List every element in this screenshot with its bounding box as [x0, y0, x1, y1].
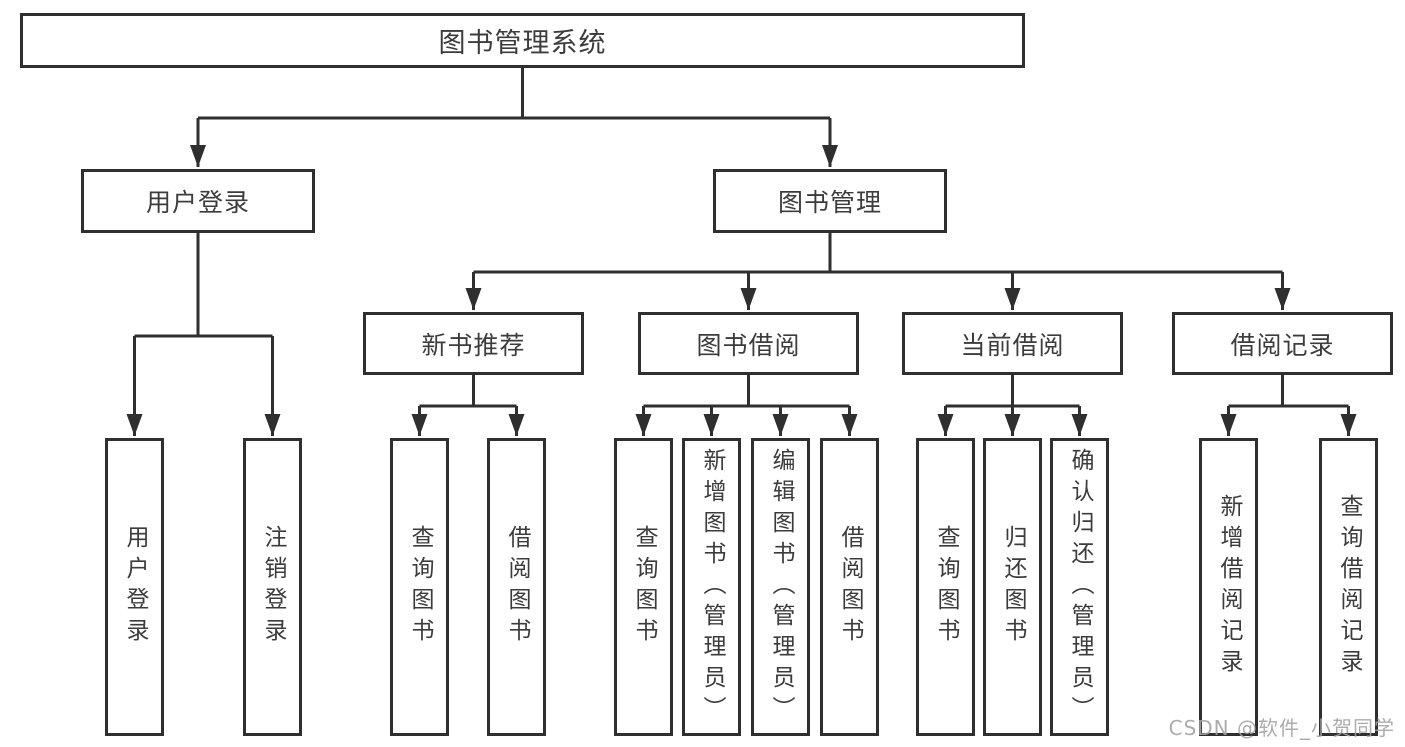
leaf-query-book: 查询图书: [614, 438, 673, 736]
node-label: 查询图书: [631, 525, 657, 649]
node-label: 图书管理: [777, 188, 882, 217]
node-label: 新书推荐: [421, 330, 526, 360]
node-library-system: 图书管理系统: [20, 13, 1025, 68]
node-borrow-records: 借阅记录: [1172, 312, 1393, 375]
leaf-borrow-book: 借阅图书: [487, 438, 546, 736]
node-user-login: 用户登录: [81, 169, 315, 233]
node-label: 归还图书: [1000, 525, 1026, 649]
node-label: 新增借阅记录: [1216, 494, 1242, 680]
csdn-watermark: CSDN @软件_小贺同学: [1168, 716, 1395, 740]
leaf-add-borrow-record: 新增借阅记录: [1199, 438, 1258, 736]
node-book-management: 图书管理: [713, 169, 947, 233]
node-label: 查询图书: [407, 525, 433, 649]
node-label: 当前借阅: [960, 330, 1065, 360]
node-current-borrow: 当前借阅: [902, 312, 1123, 375]
leaf-query-borrow-record: 查询借阅记录: [1319, 438, 1378, 736]
node-label: 借阅记录: [1230, 330, 1335, 360]
leaf-add-book-admin: 新增图书（管理员）: [682, 438, 741, 736]
leaf-borrow-book: 借阅图书: [820, 438, 879, 736]
node-label: 查询图书: [933, 525, 959, 649]
leaf-edit-book-admin: 编辑图书（管理员）: [751, 438, 810, 736]
node-label: 图书管理系统: [438, 28, 607, 59]
node-label: 查询借阅记录: [1336, 494, 1362, 680]
leaf-user-login: 用户登录: [105, 438, 164, 736]
node-label: 借阅图书: [504, 525, 530, 649]
leaf-query-book: 查询图书: [390, 438, 449, 736]
leaf-confirm-return-admin: 确认归还（管理员）: [1050, 438, 1109, 736]
node-label: 用户登录: [122, 525, 148, 649]
leaf-return-book: 归还图书: [983, 438, 1042, 736]
node-label: 新增图书（管理员）: [699, 447, 725, 727]
node-label: 图书借阅: [696, 330, 801, 360]
node-label: 注销登录: [260, 525, 286, 649]
node-book-borrow: 图书借阅: [638, 312, 859, 375]
node-label: 用户登录: [145, 188, 250, 217]
leaf-logout: 注销登录: [243, 438, 302, 736]
node-label: 编辑图书（管理员）: [768, 447, 794, 727]
node-new-book-recommend: 新书推荐: [363, 312, 584, 375]
leaf-query-book: 查询图书: [916, 438, 975, 736]
node-label: 确认归还（管理员）: [1067, 447, 1093, 727]
node-label: 借阅图书: [837, 525, 863, 649]
